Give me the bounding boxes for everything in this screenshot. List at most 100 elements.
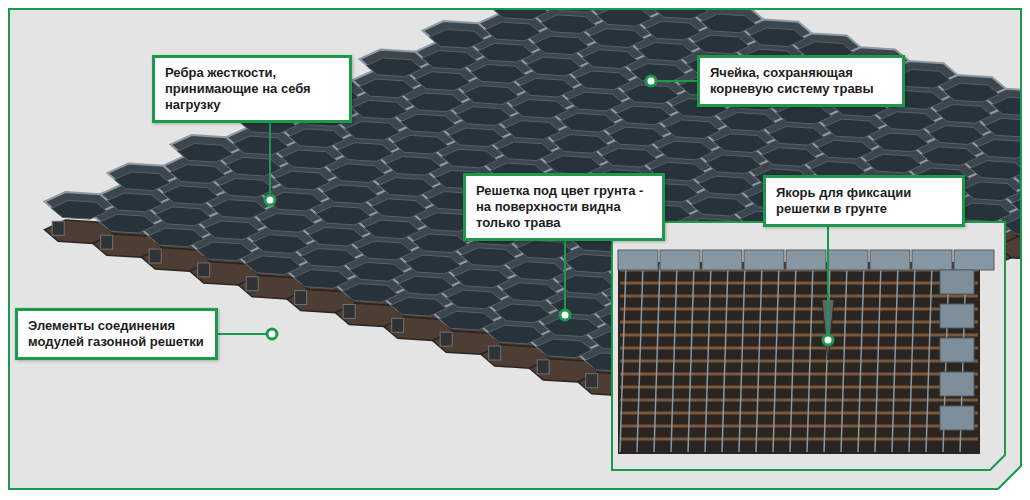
grid-cell-inner (260, 214, 316, 233)
grid-cell-inner (456, 107, 512, 126)
inset-rib (620, 321, 978, 324)
grid-cell-inner (366, 58, 422, 77)
inset-rib (620, 295, 978, 298)
grid-cell-inner (316, 206, 372, 225)
inset-block (940, 406, 974, 430)
callout-text: Элементы соединения модулей газонной реш… (28, 318, 205, 350)
inset-block (940, 270, 974, 294)
callout-box: Ячейка, сохраняющая корневую систему тра… (697, 55, 905, 107)
inset-rib (858, 264, 864, 452)
grid-cell-inner (439, 311, 495, 330)
grid-cell-inner (253, 235, 309, 254)
grid-cell-inner (720, 113, 776, 132)
grid-cell-inner (544, 318, 600, 337)
grid-cell-inner (454, 269, 510, 288)
grid-cell-inner (463, 86, 519, 105)
leader-dot (560, 310, 570, 320)
grid-cell-inner (582, 50, 638, 69)
grid-cell-inner (163, 186, 219, 205)
grid-cell-inner (211, 200, 267, 219)
grid-cell-inner (156, 207, 212, 226)
grid-cell-inner (631, 64, 687, 83)
leader-line (827, 227, 829, 340)
grid-cell-inner (422, 51, 478, 70)
inset-background (612, 222, 1005, 470)
grid-cell-inner (449, 128, 505, 147)
grid-cell-inner (245, 256, 301, 275)
grid-cell-inner (769, 127, 825, 146)
connector-lug (392, 318, 404, 332)
grid-cell-inner (553, 135, 609, 154)
inset-rib (620, 308, 978, 311)
inset-group (612, 222, 1005, 470)
inset-block (618, 250, 658, 270)
grid-cell-inner (398, 276, 454, 295)
grid-cell-inner (512, 100, 568, 119)
grid-cell-inner (665, 120, 721, 139)
inset-underside (618, 262, 980, 454)
inset-rib (909, 264, 915, 452)
inset-rib (756, 264, 762, 452)
inset-rib (688, 264, 694, 452)
grid-cell-inner (749, 28, 805, 47)
background-panel (9, 9, 1021, 489)
grid-cell-inner (282, 150, 338, 169)
inset-rib (620, 399, 978, 402)
grid-cell-inner (825, 119, 881, 138)
grid-cell-inner (992, 97, 1020, 116)
inset-rib (807, 264, 813, 452)
inset-block (912, 250, 952, 270)
grid-cell-inner (560, 113, 616, 132)
inset-rib (620, 425, 978, 428)
grid-cell-inner (880, 112, 936, 131)
connector-lug (586, 374, 598, 388)
grid-cell-inner (713, 134, 769, 153)
grid-cell-inner (492, 10, 548, 20)
inset-rib (722, 264, 728, 452)
grid-cell-inner (922, 147, 978, 166)
grid-cell-inner (505, 121, 561, 140)
grid-cell-inner (442, 149, 498, 168)
grid-cell-inner (536, 339, 592, 358)
inset-block (940, 338, 974, 362)
inset-rib (620, 264, 626, 452)
grid-cell-inner (548, 10, 604, 12)
inset-rib (841, 264, 847, 452)
grid-cell-inner (177, 144, 233, 163)
inset-rib (620, 282, 978, 285)
grid-cell-inner (691, 197, 747, 216)
grid-cell-inner (371, 199, 427, 218)
inset-block (786, 250, 826, 270)
grid-cell-inner (415, 72, 471, 91)
grid-cell-inner (342, 284, 398, 303)
grid-cell-inner (706, 155, 762, 174)
inset-rib (875, 264, 881, 452)
grid-cell-inner (970, 161, 1020, 180)
callout-text: Ребра жесткости, принимающие на себя наг… (165, 65, 339, 113)
grid-cell-inner (546, 156, 602, 175)
inset-block (954, 250, 994, 270)
grid-cell-inner (936, 105, 992, 124)
inset-block (940, 372, 974, 396)
grid-cell-inner (866, 154, 922, 173)
grid-cell-inner (873, 133, 929, 152)
callout-box: Элементы соединения модулей газонной реш… (15, 308, 218, 360)
grid-cell-inner (963, 182, 1019, 201)
grid-cell-inner (762, 148, 818, 167)
grid-cell-inner (1004, 217, 1020, 236)
leader-dot (265, 195, 275, 205)
grid-cell-inner (985, 118, 1020, 137)
callout-box: Якорь для фиксации решетки в грунте (763, 175, 965, 227)
grid-cell-inner (148, 228, 204, 247)
grid-cell-inner (337, 143, 393, 162)
grid-cell-inner (589, 29, 645, 48)
grid-cell-inner (274, 171, 330, 190)
callout-text: Ячейка, сохраняющая корневую систему тра… (710, 65, 892, 97)
inset-rib (620, 438, 978, 441)
connector-lug (537, 360, 549, 374)
grid-cell-inner (568, 92, 624, 111)
grid-cell-inner (558, 276, 614, 295)
grid-cell-inner (107, 193, 163, 212)
grid-cell-inner (776, 105, 832, 124)
